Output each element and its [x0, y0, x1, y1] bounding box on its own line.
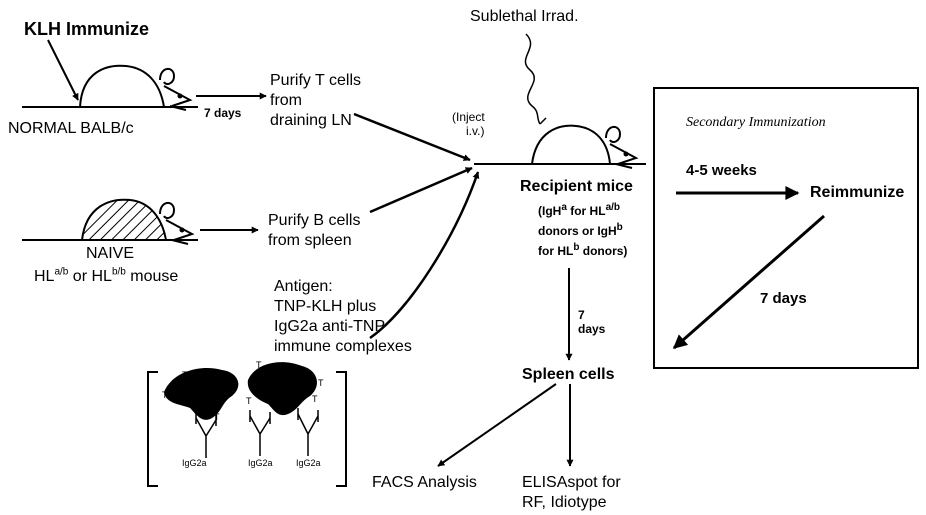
mouse-naive: [22, 198, 198, 245]
klh-injection-arrow: [47, 39, 79, 101]
svg-text:T: T: [182, 370, 188, 380]
recipient-note-line-3: for HLb donors): [538, 242, 628, 259]
sublethal-irrad-label: Sublethal Irrad.: [470, 8, 579, 25]
spleen-cells-label: Spleen cells: [522, 366, 615, 383]
arrow-t-cells-inject: [353, 112, 471, 162]
recipient-mice-label: Recipient mice: [520, 178, 633, 195]
svg-text:T: T: [318, 378, 324, 388]
elisaspot-line-1: ELISAspot for: [522, 474, 621, 491]
svg-text:T: T: [312, 394, 318, 404]
facs-analysis-label: FACS Analysis: [372, 474, 477, 491]
igg2a-label-3: IgG2a: [296, 458, 321, 468]
arrow-reimmunize-7-days: [672, 214, 825, 350]
inject-line-2: i.v.): [466, 124, 485, 138]
antigen-line-3: IgG2a anti-TNP: [274, 318, 386, 335]
purify-t-line-3: draining LN: [270, 112, 352, 129]
antigen-line-2: TNP-KLH plus: [274, 298, 377, 315]
arrow-spleen-to-facs: [437, 383, 557, 467]
svg-text:T: T: [230, 378, 236, 388]
mouse-normal-balbc: [22, 64, 198, 111]
igg2a-label-2: IgG2a: [248, 458, 273, 468]
irradiation-squiggle-tip: [539, 117, 547, 125]
hl-genotype-label: HLa/b or HLb/b mouse: [34, 266, 179, 285]
seven-days-label: 7 days: [204, 106, 242, 120]
mouse-recipient: [474, 124, 646, 169]
seven-days-2-line-1: 7: [578, 308, 585, 322]
recipient-note-line-2: donors or IgHb: [538, 222, 623, 239]
recipient-note-line-1: (IgHa for HLa/b: [538, 202, 621, 219]
secondary-immunization-title: Secondary Immunization: [686, 115, 826, 130]
seven-days-3-label: 7 days: [760, 290, 807, 307]
purify-t-line-2: from: [270, 92, 302, 109]
inject-line-1: (Inject: [452, 110, 485, 124]
igg2a-label-1: IgG2a: [182, 458, 207, 468]
antigen-line-1: Antigen:: [274, 278, 333, 295]
klh-immunize-label: KLH Immunize: [24, 19, 150, 39]
purify-b-line-2: from spleen: [268, 232, 352, 249]
immune-complex-illustration: T T T T T T T T T: [147, 360, 347, 487]
svg-text:T: T: [162, 390, 168, 400]
secondary-immunization-box: [653, 87, 919, 369]
purify-t-line-1: Purify T cells: [270, 72, 361, 89]
normal-balbc-label: NORMAL BALB/c: [8, 120, 134, 137]
irradiation-squiggle: [524, 33, 541, 125]
purify-b-line-1: Purify B cells: [268, 212, 361, 229]
klh-blob-left: [164, 368, 239, 420]
svg-text:T: T: [256, 360, 262, 370]
arrow-b-cells-inject: [369, 166, 473, 214]
right-bracket: [336, 371, 347, 487]
left-bracket: [147, 371, 158, 487]
elisaspot-line-2: RF, Idiotype: [522, 494, 607, 511]
svg-text:T: T: [294, 372, 300, 382]
weeks-label: 4-5 weeks: [686, 162, 757, 179]
svg-text:T: T: [214, 412, 220, 422]
antigen-line-4: immune complexes: [274, 338, 412, 355]
svg-text:T: T: [246, 396, 252, 406]
naive-label: NAIVE: [86, 245, 135, 262]
klh-blob-right: [247, 362, 317, 416]
arrow-antigen-inject: [369, 171, 480, 340]
reimmunize-label: Reimmunize: [810, 184, 905, 201]
seven-days-2-line-2: days: [578, 322, 606, 336]
